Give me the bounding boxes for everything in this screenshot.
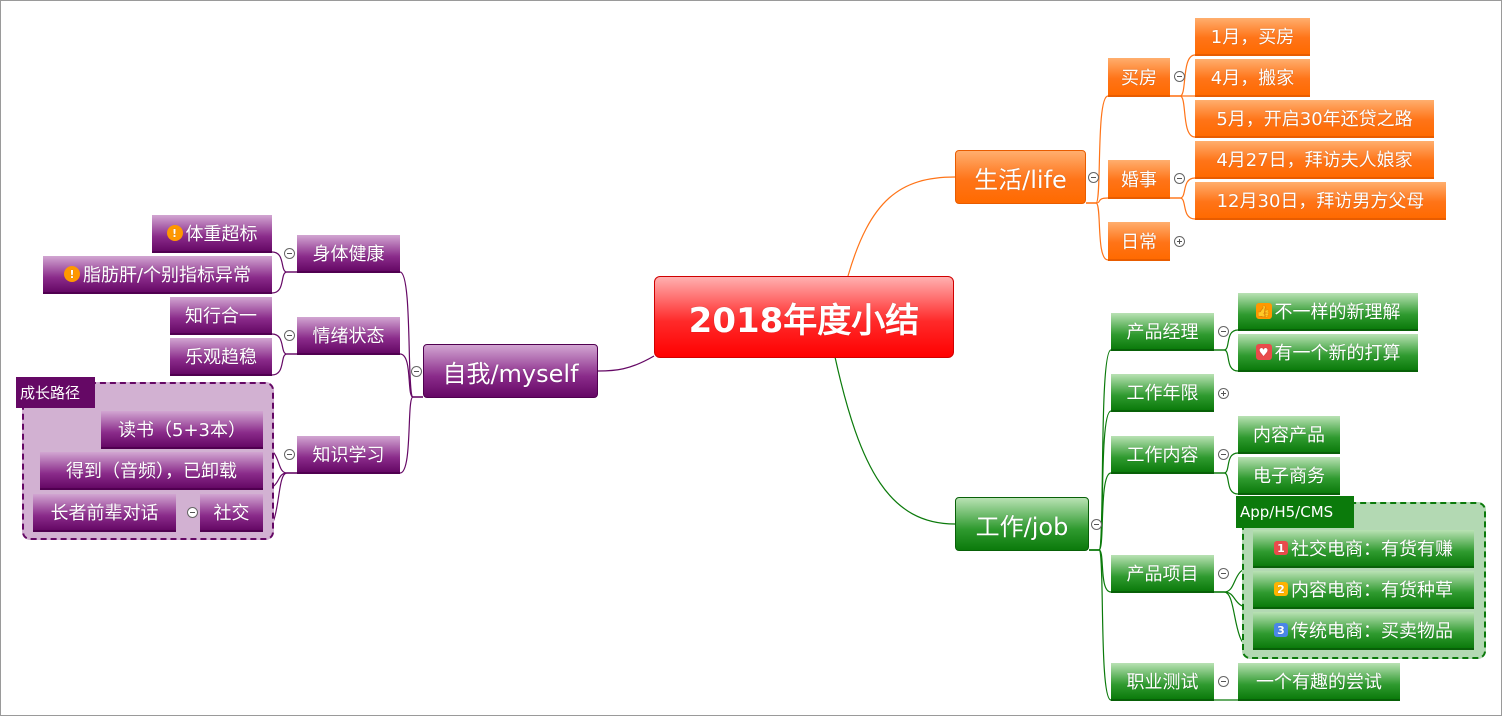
expand-work-years-toggle[interactable] [1218, 388, 1229, 399]
topic-item[interactable]: 长者前辈对话 [33, 494, 176, 532]
topic-item[interactable]: 读书（5+3本） [101, 411, 263, 449]
topic-job[interactable]: 工作/job [955, 497, 1089, 551]
boundary-label-app-h5-cms[interactable]: App/H5/CMS [1236, 496, 1354, 528]
topic-item[interactable]: 👍不一样的新理解 [1238, 293, 1418, 331]
heart-icon: ♥ [1255, 344, 1272, 360]
connector [1089, 410, 1112, 551]
collapse-toggle[interactable] [1218, 568, 1229, 579]
topic-item[interactable]: 5月，开启30年还贷之路 [1195, 100, 1434, 138]
topic-item[interactable]: ♥有一个新的打算 [1238, 334, 1418, 372]
topic-product-manager[interactable]: 产品经理 [1111, 313, 1214, 351]
connector [271, 271, 297, 294]
topic-work-content[interactable]: 工作内容 [1111, 436, 1214, 474]
topic-item[interactable]: !脂肪肝/个别指标异常 [43, 256, 272, 294]
topic-emotion[interactable]: 情绪状态 [297, 317, 400, 355]
item-text: 内容电商：有货种草 [1291, 580, 1453, 601]
collapse-toggle[interactable] [284, 248, 295, 259]
topic-myself[interactable]: 自我/myself [423, 344, 598, 398]
topic-item[interactable]: 一个有趣的尝试 [1238, 663, 1400, 701]
priority-3-icon: 3 [1274, 623, 1288, 637]
thumbs-up-icon: 👍 [1255, 303, 1272, 319]
topic-work-years[interactable]: 工作年限 [1111, 374, 1214, 412]
connector [399, 396, 423, 474]
topic-item[interactable]: 4月27日，拜访夫人娘家 [1195, 141, 1434, 179]
collapse-job-toggle[interactable] [1091, 519, 1102, 530]
connector [1089, 549, 1112, 701]
topic-item[interactable]: 社交 [200, 494, 263, 532]
topic-learning[interactable]: 知识学习 [297, 436, 400, 474]
connector [1170, 197, 1196, 220]
connector [399, 271, 423, 398]
collapse-toggle[interactable] [284, 449, 295, 460]
topic-item[interactable]: 内容产品 [1238, 416, 1340, 454]
item-text: 社交电商：有货有赚 [1291, 539, 1453, 560]
connector [597, 355, 655, 372]
item-text: 体重超标 [185, 224, 258, 245]
connector [834, 356, 956, 525]
warning-icon: ! [63, 266, 80, 282]
connector [1214, 472, 1239, 495]
collapse-toggle[interactable] [284, 330, 295, 341]
topic-item[interactable]: 乐观趋稳 [170, 338, 272, 376]
topic-product-projects[interactable]: 产品项目 [1111, 555, 1214, 593]
expand-daily-toggle[interactable] [1174, 236, 1185, 247]
priority-2-icon: 2 [1274, 582, 1288, 596]
item-text: 不一样的新理解 [1274, 302, 1401, 323]
connector [1170, 95, 1196, 138]
connector [1086, 95, 1109, 204]
topic-daily[interactable]: 日常 [1108, 222, 1170, 261]
connector [1089, 472, 1112, 551]
item-text: 有一个新的打算 [1274, 343, 1401, 364]
warning-icon: ! [166, 225, 183, 241]
central-topic[interactable]: 2018年度小结 [654, 276, 954, 358]
topic-item[interactable]: !体重超标 [152, 215, 272, 253]
connector [1089, 549, 1112, 593]
topic-life[interactable]: 生活/life [955, 150, 1086, 204]
collapse-toggle[interactable] [1218, 676, 1229, 687]
topic-item[interactable]: 电子商务 [1238, 457, 1340, 495]
topic-career-test[interactable]: 职业测试 [1111, 663, 1214, 701]
topic-health[interactable]: 身体健康 [297, 235, 400, 273]
collapse-life-toggle[interactable] [1088, 172, 1099, 183]
connector [1086, 202, 1109, 261]
topic-item[interactable]: 知行合一 [170, 297, 272, 335]
item-text: 传统电商：买卖物品 [1291, 621, 1453, 642]
topic-marriage[interactable]: 婚事 [1108, 160, 1170, 199]
connector [271, 353, 297, 376]
collapse-toggle[interactable] [1218, 326, 1229, 337]
collapse-toggle[interactable] [1218, 449, 1229, 460]
topic-item[interactable]: 1月，买房 [1195, 18, 1310, 56]
topic-item[interactable]: 12月30日，拜访男方父母 [1195, 182, 1446, 220]
collapse-buy-house-toggle[interactable] [1174, 71, 1185, 82]
collapse-toggle[interactable] [187, 507, 198, 518]
topic-item[interactable]: 得到（音频），已卸载 [40, 452, 263, 490]
connector [1214, 349, 1239, 372]
collapse-myself-toggle[interactable] [411, 366, 422, 377]
connector [847, 176, 956, 277]
topic-item[interactable]: 4月，搬家 [1195, 59, 1310, 97]
collapse-marriage-toggle[interactable] [1174, 173, 1185, 184]
item-text: 脂肪肝/个别指标异常 [82, 265, 252, 286]
boundary-label-growth-path[interactable]: 成长路径 [16, 377, 95, 408]
priority-1-icon: 1 [1274, 541, 1288, 555]
topic-buy-house[interactable]: 买房 [1108, 58, 1170, 97]
